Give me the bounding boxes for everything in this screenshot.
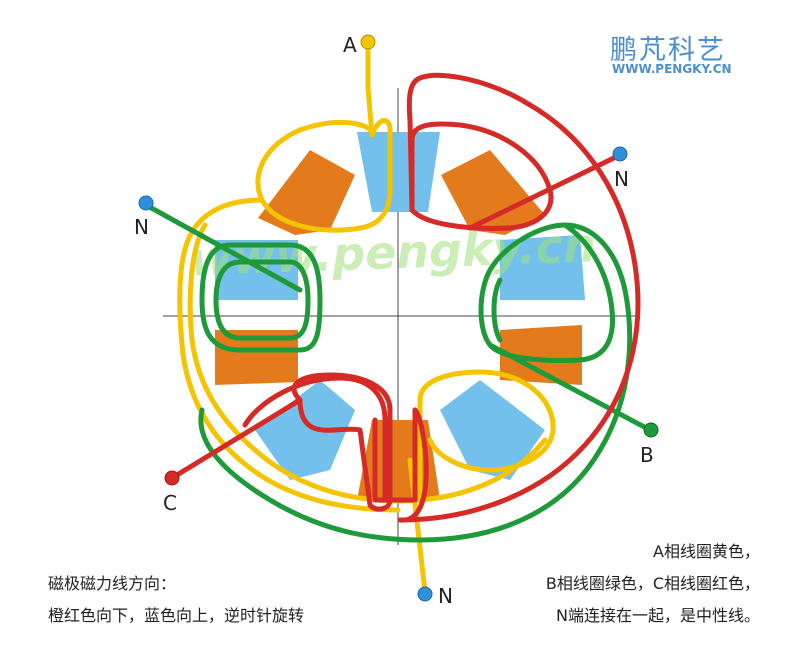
- coil-a-left-loop: [177, 197, 401, 513]
- coil-b-left-loop: [199, 242, 323, 353]
- legend-right-line3: N端连接在一起，是中性线。: [556, 606, 760, 625]
- coil-b-right-loop: [478, 222, 616, 363]
- label-n-top-right: N: [614, 167, 629, 191]
- terminal-labels: A N N B C N: [134, 33, 654, 608]
- coil-b-lead: [487, 342, 653, 433]
- coil-c-neutral-lead: [467, 152, 623, 231]
- terminal-a-dot: [360, 34, 376, 50]
- coil-b-outer-arc: [198, 222, 633, 543]
- legend-right-line1: A相线圈黄色，: [653, 542, 760, 561]
- terminals: [138, 34, 659, 602]
- pole-right-upper-blue: [500, 235, 585, 300]
- pole-lower-right-blue: [440, 380, 545, 480]
- pole-top-blue: [357, 132, 440, 212]
- legend-pole-direction: 磁极磁力线方向： 橙红色向下，蓝色向上，逆时针旋转: [48, 568, 304, 632]
- label-n-left: N: [134, 215, 149, 239]
- pole-upper-right-orange: [441, 150, 545, 235]
- brand-logo-name: 鹏芃科艺: [610, 35, 726, 66]
- pole-lower-left-blue: [255, 380, 355, 480]
- coil-phase-b: [143, 202, 653, 543]
- coil-c-lead: [169, 397, 303, 481]
- legend-left-line2: 橙红色向下，蓝色向上，逆时针旋转: [48, 606, 305, 625]
- coil-c-lower-left-outer: [242, 375, 388, 503]
- coil-phase-a: [177, 41, 556, 595]
- terminal-n-left-dot: [138, 195, 154, 211]
- terminal-b-dot: [643, 422, 659, 438]
- label-b: B: [640, 443, 654, 467]
- label-c: C: [163, 491, 177, 515]
- coil-phase-c: [169, 72, 641, 523]
- label-n-bottom: N: [438, 584, 453, 608]
- legend-left-line1: 磁极磁力线方向：: [48, 574, 177, 593]
- coil-c-outer-arc: [397, 72, 641, 523]
- coil-c-bottom: [372, 407, 418, 503]
- terminal-n-top-right-dot: [612, 146, 628, 162]
- legend-right-line2: B相线圈绿色，C相线圈红色，: [545, 574, 760, 593]
- brand-logo-url: WWW.PENGKY.CN: [612, 62, 732, 76]
- coil-a-upper-loop: [255, 118, 393, 233]
- coil-a-lead: [365, 41, 375, 138]
- label-a: A: [343, 33, 357, 57]
- coil-b-left-inner: [213, 259, 311, 341]
- pole-upper-left-orange: [258, 150, 355, 235]
- pole-right-lower-orange: [500, 325, 582, 385]
- coil-a-outer-arc: [187, 222, 548, 504]
- terminal-n-bottom-dot: [417, 586, 433, 602]
- legend-phase-colors: A相线圈黄色， B相线圈绿色，C相线圈红色， N端连接在一起，是中性线。: [546, 536, 760, 632]
- coil-b-right-inner: [491, 277, 503, 343]
- terminal-c-dot: [164, 470, 180, 486]
- pole-left-lower-orange: [215, 330, 298, 385]
- coil-a-lower-right-loop: [417, 369, 556, 503]
